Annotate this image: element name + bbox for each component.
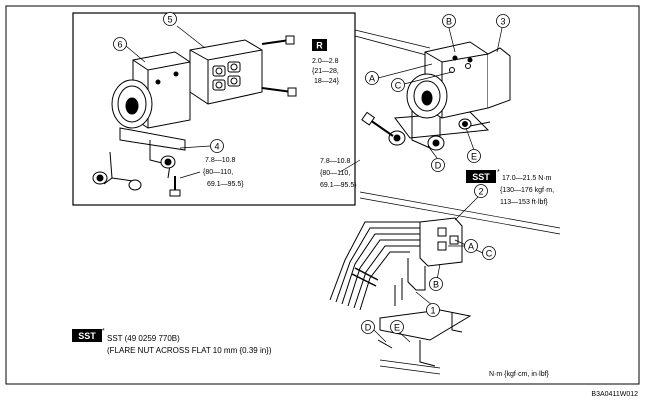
brake-pipe-detail [329,191,561,375]
callout-2: 2 [478,187,483,197]
inset-bracket-torque-2: {80—110, [203,169,233,176]
main-hydraulic-unit [361,41,511,151]
outer-frame [5,5,640,385]
callout-B-pipe: B [433,280,439,290]
inset-bracket-torque-3: 69.1—95.5} [207,181,244,188]
callout-D: D [435,161,442,171]
legend-line-1: SST (49 0259 770B) [107,334,180,343]
legend-line-2: (FLARE NUT ACROSS FLAT 10 mm {0.39 in}) [107,346,272,355]
main-bracket-torque-1: 7.8—10.8 [320,158,350,165]
main-callouts: B 3 A C D E [365,14,510,172]
pipe-callouts: 2 A C B 1 D E [361,184,496,334]
inset-bolt-torque-1: 2.0—2.8 [312,58,339,65]
inset-frame [72,12,356,206]
callout-E: E [471,152,477,162]
pipe-leaders [373,194,486,343]
inset-bolt-torque-3: 18—24} [314,78,340,85]
inset-bracket-torque-1: 7.8—10.8 [205,157,235,164]
main-leaders [339,27,503,173]
inset-leaders [125,25,211,179]
sst-badge-flare [466,170,496,183]
callout-C-pipe: C [486,249,493,259]
sst-asterisk-legend: * [102,328,105,335]
callout-3: 3 [500,17,505,27]
callout-D-pipe: D [365,323,372,333]
inset-bolt-torque-2: {21—28, [312,68,339,75]
callout-B: B [446,17,452,27]
sst-badge-legend-label: SST [78,331,96,341]
flare-torque-3: 113—153 ft·lbf} [500,199,548,206]
callout-A-pipe: A [468,242,474,252]
callout-E-pipe: E [394,323,400,333]
callout-A: A [369,74,375,84]
r-badge [312,39,327,51]
r-badge-label: R [316,41,323,51]
callout-6: 6 [117,40,122,50]
sst-asterisk-flare: * [497,169,500,176]
callout-C: C [395,81,402,91]
main-bracket-torque-3: 69.1—95.5} [320,182,357,189]
callout-1: 1 [430,306,435,316]
callout-5: 5 [167,15,172,25]
flare-torque-1: 17.0—21.5 N·m [502,175,552,182]
inset-hydraulic-unit [92,35,297,197]
inset-callouts: 5 6 4 [113,12,224,153]
callout-4: 4 [214,142,219,152]
main-bracket-torque-2: {80—110, [320,170,350,177]
inset-leader [354,29,431,49]
sst-badge-legend [72,329,102,342]
flare-torque-2: {130—176 kgf·m, [500,187,554,194]
figure-code: B3A0411W012 [591,391,638,398]
sst-badge-flare-label: SST [472,172,490,182]
units-note: N·m {kgf·cm, in·lbf} [489,371,550,378]
